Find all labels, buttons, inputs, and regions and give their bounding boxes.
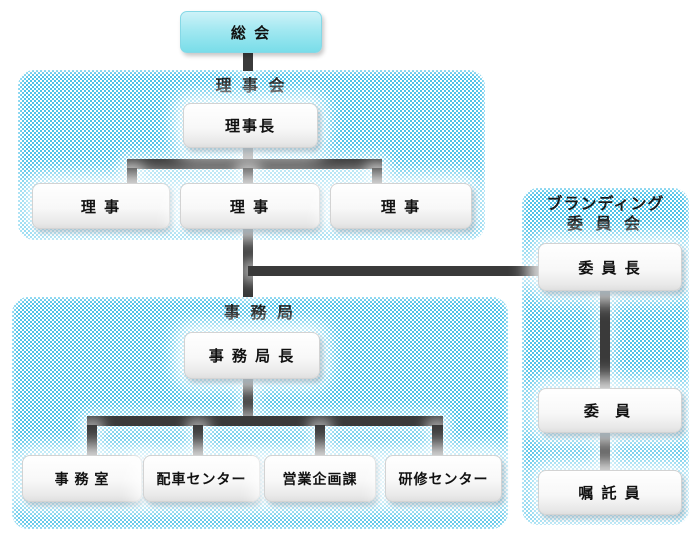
dept-node-dispatch-center: 配車センター <box>143 455 260 502</box>
connector-board-to-secretariat <box>243 227 253 297</box>
connector-director-stub-right <box>372 168 382 184</box>
connector-dept-stub-1 <box>87 425 97 455</box>
connector-root-to-board <box>243 51 253 71</box>
connector-secretariat-hbar <box>87 416 443 426</box>
connector-dept-stub-2 <box>193 425 203 455</box>
connector-director-stub-center <box>243 168 253 184</box>
committee-title: ブランディング 委 員 会 <box>522 195 689 235</box>
chairman-node: 理事長 <box>183 103 318 148</box>
connector-chairman-riser <box>243 146 253 160</box>
dept-node-office: 事 務 室 <box>22 455 142 502</box>
committee-member-node: 委 員 <box>538 388 682 433</box>
committee-title-line2: 委 員 会 <box>567 216 644 233</box>
secretariat-title: 事 務 局 <box>224 305 296 322</box>
director-node-3: 理 事 <box>330 183 472 229</box>
director-node-1: 理 事 <box>32 183 170 229</box>
connector-to-committee-branch <box>248 266 540 276</box>
connector-sg-riser <box>243 377 253 416</box>
board-title: 理 事 会 <box>215 78 288 95</box>
dept-node-sales-planning: 営業企画課 <box>264 455 376 502</box>
dept-node-training-center: 研修センター <box>385 455 502 502</box>
director-node-2: 理 事 <box>180 183 320 229</box>
connector-board-hbar <box>127 159 382 169</box>
general-meeting-node: 総 会 <box>180 11 322 53</box>
connector-director-stub-left <box>127 168 137 184</box>
connector-dept-stub-3 <box>315 425 325 455</box>
secretary-general-node: 事 務 局 長 <box>184 332 320 379</box>
committee-title-line1: ブランディング <box>546 196 665 213</box>
committee-chair-node: 委 員 長 <box>538 243 682 291</box>
connector-member-to-contract <box>600 431 610 470</box>
connector-chair-to-member <box>600 289 610 388</box>
connector-dept-stub-4 <box>432 425 443 455</box>
contract-member-node: 嘱 託 員 <box>538 470 682 515</box>
